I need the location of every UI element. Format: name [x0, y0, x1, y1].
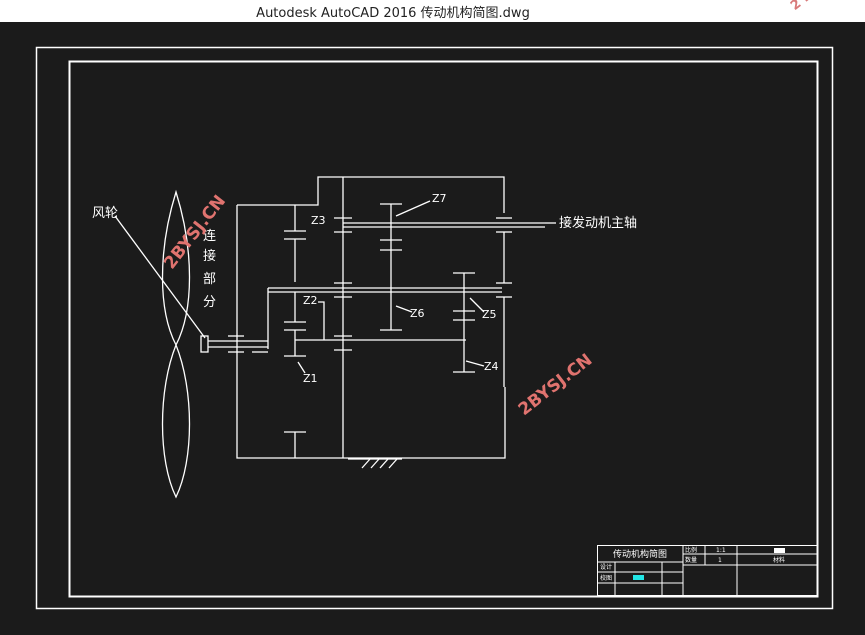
- label-z3: Z3: [311, 214, 326, 227]
- watermark-2: 2BYSJ.CN: [515, 350, 597, 420]
- label-fan: 风轮: [92, 206, 118, 221]
- fan-blades: [161, 189, 191, 499]
- label-z2: Z2: [303, 294, 318, 307]
- transmission-mechanism: [114, 176, 556, 469]
- tb-scale-value: 1:1: [716, 547, 726, 554]
- label-z4: Z4: [484, 360, 499, 373]
- label-z7: Z7: [432, 192, 447, 205]
- label-connect-3: 部: [203, 272, 216, 287]
- tb-cyan-mark: [633, 575, 644, 580]
- tb-qty-value: 1: [718, 557, 722, 564]
- tb-white-mark: [774, 548, 785, 553]
- label-connect-1: 连: [203, 228, 216, 244]
- label-z5: Z5: [482, 308, 497, 321]
- label-output-shaft: 接发动机主轴: [559, 215, 637, 231]
- drawing-frames: [35, 46, 834, 610]
- title-block: 传动机构简图 比例 1:1 数量 1 材料 设计 校图: [597, 545, 818, 596]
- cad-drawing: 风轮 连 接 部 分 接发动机主轴 Z3 Z2 Z1 Z7 Z6 Z5 Z4 2…: [35, 46, 834, 610]
- tb-material-label: 材料: [773, 556, 785, 564]
- tb-design-label: 设计: [600, 563, 612, 571]
- watermark-1: 2BYSJ.CN: [160, 191, 230, 273]
- tb-check-label: 校图: [600, 574, 612, 582]
- tb-qty-label: 数量: [685, 556, 697, 564]
- corner-watermark: 2 B Y: [788, 0, 827, 14]
- title-bar: Autodesk AutoCAD 2016 传动机构简图.dwg 2 B Y: [0, 0, 865, 22]
- window-title: Autodesk AutoCAD 2016 传动机构简图.dwg: [256, 6, 530, 21]
- label-z1: Z1: [303, 372, 318, 385]
- label-connect-2: 接: [203, 248, 216, 264]
- tb-scale-label: 比例: [685, 546, 697, 554]
- label-connect-4: 分: [203, 295, 216, 310]
- label-z6: Z6: [410, 307, 425, 320]
- drawing-canvas[interactable]: 风轮 连 接 部 分 接发动机主轴 Z3 Z2 Z1 Z7 Z6 Z5 Z4 2…: [0, 22, 865, 631]
- tb-drawing-name: 传动机构简图: [613, 548, 667, 560]
